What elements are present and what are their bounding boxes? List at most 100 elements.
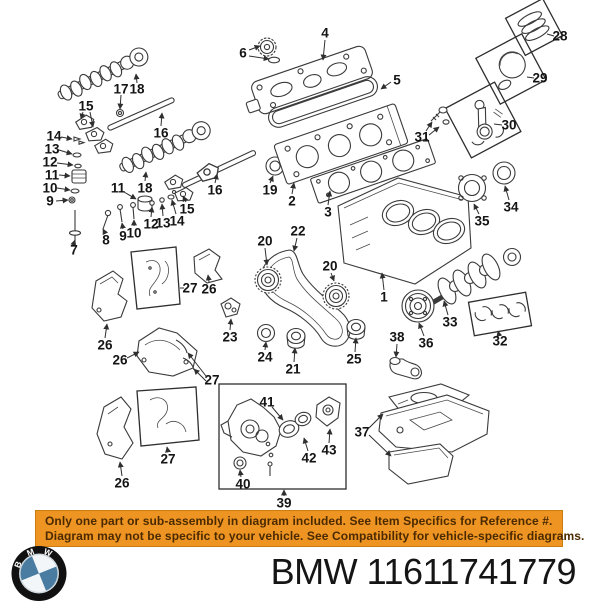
svg-text:40: 40 bbox=[235, 477, 250, 492]
cylinder-head-2 bbox=[273, 103, 409, 185]
callout-9: 9 bbox=[46, 194, 69, 209]
svg-text:16: 16 bbox=[153, 126, 169, 141]
svg-text:35: 35 bbox=[474, 214, 490, 229]
svg-text:42: 42 bbox=[301, 451, 316, 466]
svg-text:19: 19 bbox=[262, 183, 277, 198]
svg-text:M: M bbox=[25, 546, 35, 558]
callout-14: 14 bbox=[169, 199, 185, 229]
oil-pickup-38 bbox=[389, 356, 422, 380]
svg-text:27: 27 bbox=[204, 373, 219, 388]
svg-text:26: 26 bbox=[97, 338, 113, 353]
pump-ring-42 bbox=[294, 411, 312, 427]
callout-14: 14 bbox=[46, 129, 73, 144]
svg-text:12: 12 bbox=[143, 217, 158, 232]
callout-26: 26 bbox=[112, 351, 140, 368]
callout-27: 27 bbox=[180, 281, 198, 296]
svg-text:30: 30 bbox=[501, 118, 516, 133]
svg-text:B: B bbox=[12, 560, 24, 570]
callout-22: 22 bbox=[290, 224, 306, 252]
engine-block-1 bbox=[337, 177, 472, 285]
crank-pulley-36 bbox=[401, 289, 435, 323]
callout-33: 33 bbox=[442, 300, 458, 330]
callout-30: 30 bbox=[493, 118, 517, 133]
svg-text:7: 7 bbox=[70, 243, 78, 258]
pump-cover-43 bbox=[315, 396, 341, 427]
callout-18: 18 bbox=[137, 171, 153, 196]
rear-main-35 bbox=[457, 173, 487, 203]
callout-3: 3 bbox=[324, 190, 332, 220]
svg-text:29: 29 bbox=[532, 71, 547, 86]
callout-43: 43 bbox=[321, 428, 337, 458]
svg-text:12: 12 bbox=[42, 155, 57, 170]
svg-text:11: 11 bbox=[45, 168, 60, 183]
svg-text:28: 28 bbox=[552, 29, 568, 44]
studs-8-9-10 bbox=[102, 202, 136, 230]
tensioner-23 bbox=[220, 297, 241, 318]
callout-13: 13 bbox=[44, 142, 73, 157]
svg-text:2: 2 bbox=[288, 194, 296, 209]
callout-1: 1 bbox=[379, 272, 388, 305]
svg-text:38: 38 bbox=[389, 330, 405, 345]
callout-37: 37 bbox=[354, 413, 392, 457]
callout-6: 6 bbox=[239, 45, 270, 62]
svg-text:20: 20 bbox=[322, 259, 337, 274]
svg-text:6: 6 bbox=[239, 46, 247, 61]
callout-20: 20 bbox=[257, 234, 273, 266]
gasket-box-27a bbox=[130, 246, 181, 310]
timing-gear-20b bbox=[322, 282, 350, 310]
logo-quadrants bbox=[20, 555, 58, 592]
svg-text:23: 23 bbox=[222, 330, 238, 345]
svg-text:26: 26 bbox=[112, 353, 128, 368]
callout-42: 42 bbox=[301, 437, 317, 466]
idler-21 bbox=[286, 327, 306, 349]
diagram-parts bbox=[54, 0, 564, 490]
rocker-shaft-16a bbox=[107, 97, 175, 131]
callout-7: 7 bbox=[70, 239, 78, 258]
connecting-rod-30 bbox=[444, 81, 522, 159]
part-number: BMW 11611741779 bbox=[270, 551, 577, 592]
callout-38: 38 bbox=[389, 330, 405, 358]
callout-36: 36 bbox=[418, 322, 434, 351]
callout-8: 8 bbox=[102, 228, 110, 248]
svg-text:15: 15 bbox=[78, 99, 94, 114]
callout-29: 29 bbox=[526, 71, 548, 86]
callout-13: 13 bbox=[155, 203, 171, 231]
svg-text:14: 14 bbox=[46, 129, 62, 144]
callout-21: 21 bbox=[285, 347, 301, 377]
pump-seal-40 bbox=[233, 456, 247, 470]
callout-12: 12 bbox=[143, 206, 159, 232]
svg-text:27: 27 bbox=[182, 281, 197, 296]
small-bits-12-13-14 bbox=[149, 189, 177, 206]
callout-24: 24 bbox=[257, 341, 273, 365]
svg-text:13: 13 bbox=[44, 142, 60, 157]
gasket-box-27c bbox=[136, 386, 200, 447]
svg-text:26: 26 bbox=[201, 282, 217, 297]
callout-40: 40 bbox=[235, 469, 251, 492]
svg-text:31: 31 bbox=[414, 130, 430, 145]
callout-41: 41 bbox=[259, 395, 284, 421]
svg-text:5: 5 bbox=[393, 73, 401, 88]
callout-27: 27 bbox=[160, 446, 176, 467]
svg-text:4: 4 bbox=[321, 26, 329, 41]
svg-text:20: 20 bbox=[257, 234, 272, 249]
callout-16: 16 bbox=[153, 112, 169, 141]
svg-text:9: 9 bbox=[46, 194, 54, 209]
callout-15: 15 bbox=[78, 99, 95, 128]
callout-5: 5 bbox=[380, 73, 401, 90]
svg-text:8: 8 bbox=[102, 233, 110, 248]
svg-text:3: 3 bbox=[324, 205, 332, 220]
svg-text:10: 10 bbox=[126, 226, 141, 241]
svg-text:10: 10 bbox=[42, 181, 57, 196]
cover-gasket-5 bbox=[268, 76, 378, 128]
svg-text:21: 21 bbox=[285, 362, 301, 377]
idler-25 bbox=[346, 318, 366, 340]
notice-banner: Only one part or sub-assembly in diagram… bbox=[35, 510, 584, 547]
piston-29 bbox=[474, 32, 548, 106]
oil-pan-37 bbox=[378, 383, 490, 485]
callout-11: 11 bbox=[45, 168, 71, 183]
svg-text:17: 17 bbox=[113, 82, 128, 97]
callout-19: 19 bbox=[262, 175, 278, 198]
pump-bolts bbox=[265, 441, 274, 476]
callout-39: 39 bbox=[276, 489, 292, 511]
svg-text:43: 43 bbox=[321, 443, 337, 458]
